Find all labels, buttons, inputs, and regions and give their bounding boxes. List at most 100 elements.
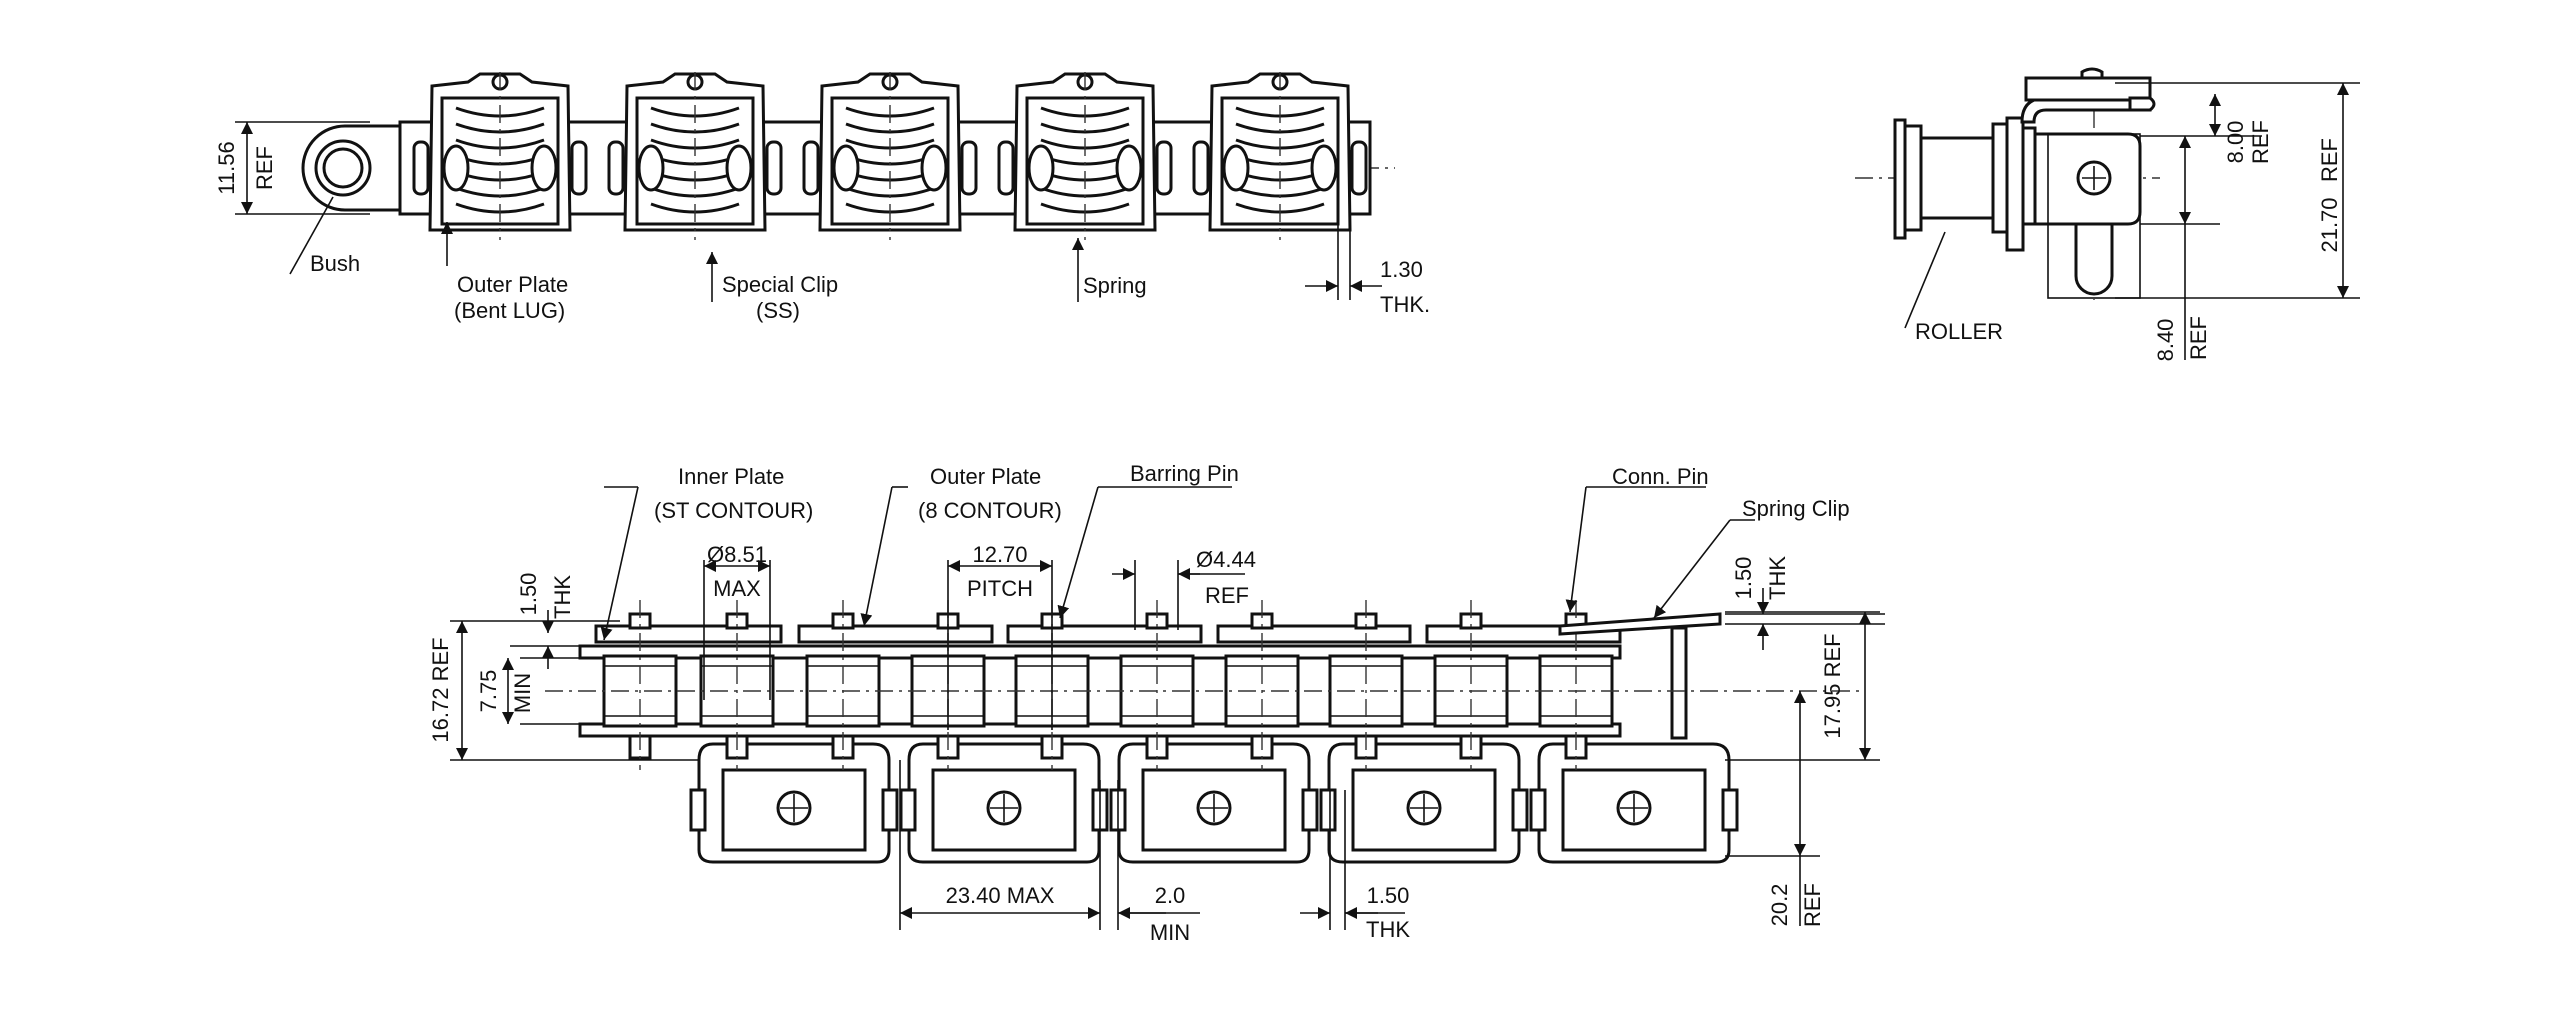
special-clip-inner [635, 96, 755, 226]
gap-min: MIN [1150, 920, 1190, 945]
outer-plate-bent-label: Outer Plate [457, 272, 568, 297]
link-side-bar-right [1155, 140, 1173, 196]
plate-thk-unit: THK. [1380, 292, 1430, 317]
end-view-flange [1903, 124, 1923, 232]
side-link [997, 72, 1173, 240]
link-side-bar-left [802, 140, 820, 196]
end-view-lug-outline [2047, 133, 2141, 299]
link-side-bar-right [570, 140, 588, 196]
plate-thk-left-value: 1.50 [516, 573, 541, 616]
roller-dia-value: Ø8.51 [707, 542, 767, 567]
height-dim-value: 11.56 [214, 141, 239, 194]
pin-dia-value: Ø4.44 [1196, 547, 1256, 572]
plan-view-labels: Inner Plate (ST CONTOUR) Outer Plate (8 … [600, 461, 1850, 641]
end-view [1855, 67, 2160, 300]
overall-left: 16.72 REF [428, 637, 453, 742]
lug-tab-left [899, 788, 917, 832]
outer-plate-bent-sublabel: (Bent LUG) [454, 298, 565, 323]
plate-thk-right-value: 1.50 [1731, 557, 1756, 600]
lug-tab-right [1301, 788, 1319, 832]
lugs [689, 742, 1739, 864]
special-clip-inner [440, 96, 560, 226]
link-side-bar-right [765, 140, 783, 196]
spring-end-left [1027, 144, 1055, 192]
link-side-bar-right [960, 140, 978, 196]
end-dim-a-ref: REF [2248, 120, 2273, 164]
side-view-dims: 11.56 REF 1.30 THK. [214, 121, 1430, 317]
lug-height-value: 20.2 [1767, 884, 1792, 927]
pitch-value: 12.70 [972, 542, 1027, 567]
spring-end-right [920, 144, 948, 192]
lug [1529, 742, 1739, 864]
end-view-plate-a [1991, 122, 2009, 234]
lug-height-ref: REF [1800, 883, 1825, 927]
pitch-label: PITCH [967, 576, 1033, 601]
inner-plate-sublabel: (ST CONTOUR) [654, 498, 813, 523]
plate-thk-left-unit: THK [550, 575, 575, 619]
lug-inner [721, 768, 867, 852]
special-clip-sublabel: (SS) [756, 298, 800, 323]
spring-label: Spring [1083, 273, 1147, 298]
link-side-bar-left [412, 140, 430, 196]
height-dim-ref: REF [252, 146, 277, 190]
lug-inner [1351, 768, 1497, 852]
lug-inner [1561, 768, 1707, 852]
end-view-roller [1919, 136, 1995, 220]
spring-end-left [1222, 144, 1250, 192]
spring-end-left [637, 144, 665, 192]
end-view-plate-c [2021, 126, 2037, 226]
spring-end-right [1115, 144, 1143, 192]
end-view-plate-b [2005, 116, 2025, 252]
lug [1319, 742, 1529, 864]
side-link [412, 72, 588, 240]
gap-value: 2.0 [1155, 883, 1186, 908]
lug-tab-right [881, 788, 899, 832]
end-dim-b-ref: REF [2317, 138, 2342, 182]
lug-width: 23.40 MAX [946, 883, 1055, 908]
outer-plate-8-label: Outer Plate [930, 464, 1041, 489]
bush-label: Bush [310, 251, 360, 276]
overall-right: 17.95 REF [1820, 633, 1845, 738]
side-links [412, 72, 1368, 240]
spring-clip-label: Spring Clip [1742, 496, 1850, 521]
plan-view [545, 600, 1860, 864]
conn-pin [1670, 626, 1688, 740]
spring-end-right [1310, 144, 1338, 192]
pin-dia-ref: REF [1205, 583, 1249, 608]
inner-plate-label: Inner Plate [678, 464, 784, 489]
bush-inner [322, 147, 364, 189]
link-side-bar-left [1192, 140, 1210, 196]
spring-end-left [832, 144, 860, 192]
side-view [301, 72, 1395, 240]
plate-thk-right-unit: THK [1765, 556, 1790, 600]
spring-end-left [442, 144, 470, 192]
spring-end-right [725, 144, 753, 192]
roller-dia-max: MAX [713, 576, 761, 601]
side-link [1192, 72, 1368, 240]
lug-tab-right [1721, 788, 1739, 832]
link-side-bar-left [997, 140, 1015, 196]
link-side-bar-right [1350, 140, 1368, 196]
conn-pin-label: Conn. Pin [1612, 464, 1709, 489]
end-dim-c-ref: REF [2186, 316, 2211, 360]
link-side-bar-left [607, 140, 625, 196]
end-view-dims: 8.00 REF 21.70 REF 8.40 REF [2115, 82, 2360, 361]
end-view-labels: ROLLER [1904, 231, 2003, 344]
lug [689, 742, 899, 864]
lug-tab-left [1319, 788, 1337, 832]
outer-plate [797, 624, 994, 644]
outer-plate [594, 624, 783, 644]
lug-tab-right [1511, 788, 1529, 832]
end-view-clip-tip [2128, 96, 2156, 112]
end-dim-a-value: 8.00 [2223, 121, 2248, 164]
lug [1109, 742, 1319, 864]
outer-plate [1216, 624, 1412, 644]
special-clip-inner [1025, 96, 1145, 226]
plan-view-dims: Ø8.51 MAX 12.70 PITCH Ø4.44 REF 16.72 RE… [428, 542, 1885, 945]
side-link [802, 72, 978, 240]
end-view-tab [2074, 222, 2114, 296]
outer-plate [1006, 624, 1203, 644]
plate-thk-value: 1.30 [1380, 257, 1423, 282]
lug-tab-left [1529, 788, 1547, 832]
special-clip-inner [830, 96, 950, 226]
